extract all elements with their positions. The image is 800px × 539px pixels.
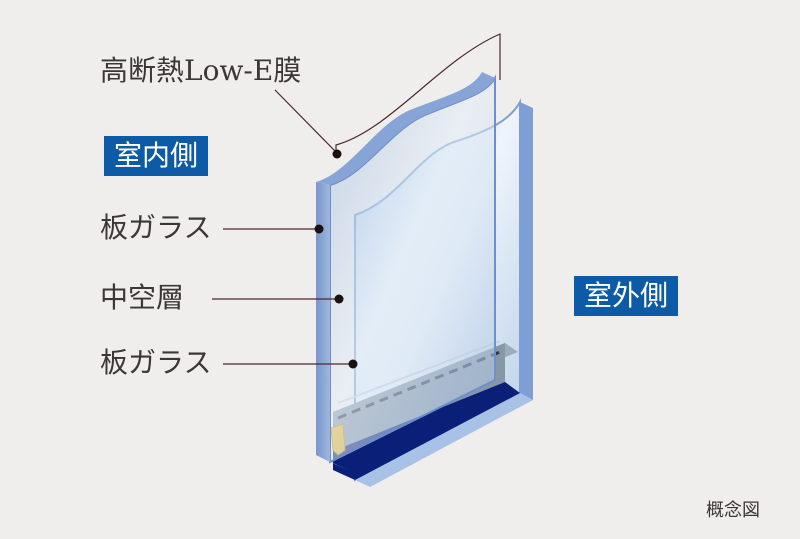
leader-lines — [212, 33, 501, 365]
inner-glass-pane-edge-top — [316, 72, 495, 185]
callout-dots — [314, 149, 358, 369]
tag-outdoor: 室外側 — [574, 276, 679, 316]
tag-indoor: 室内側 — [104, 136, 209, 176]
label-glass-inner: 板ガラス — [100, 211, 212, 244]
label-air-layer: 中空層 — [100, 281, 185, 314]
dot-air-layer — [334, 294, 344, 304]
label-glass-outer: 板ガラス — [100, 346, 212, 379]
dot-glass-inner — [314, 224, 324, 234]
label-lowe-film: 高断熱Low-E膜 — [100, 54, 302, 87]
inner-glass-pane-edge-left — [316, 182, 330, 462]
outer-glass-pane-bottom — [355, 393, 533, 487]
outer-glass-pane-edge — [520, 102, 533, 400]
dot-lowe — [332, 149, 342, 159]
concept-diagram-note: 概念図 — [706, 500, 760, 521]
leader-lowe — [274, 33, 501, 154]
spacer-frame-base — [333, 382, 520, 480]
dot-glass-outer — [348, 359, 358, 369]
